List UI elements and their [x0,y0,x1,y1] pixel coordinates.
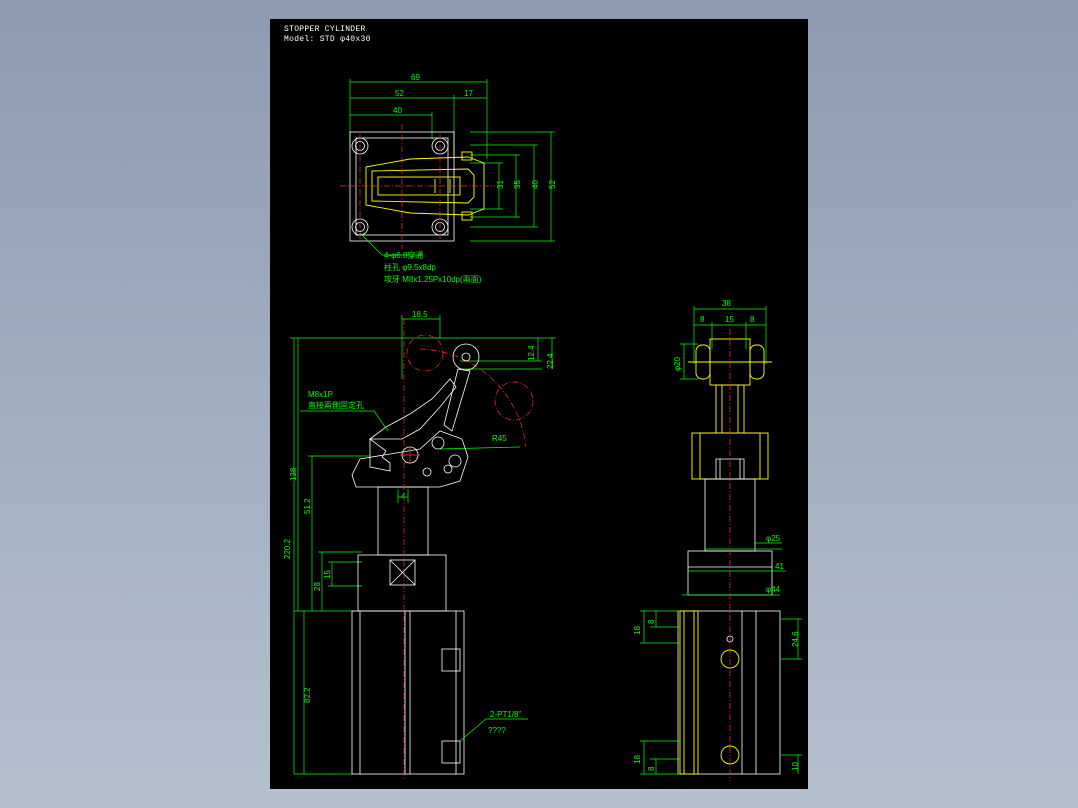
note-counterbore: 柱孔 φ9.5x8dp [384,262,436,272]
drawing-title: STOPPER CYLINDER [284,25,366,34]
dim-41: 41 [775,562,784,571]
dim-17: 17 [464,89,473,98]
dim-r45: R45 [492,434,507,443]
note-m8: M8x1P [308,390,333,399]
dim-phi20: φ20 [673,356,682,371]
dim-28: 28 [313,582,322,591]
dim-phi44: φ44 [766,585,781,594]
note-fix-holes: 直接兩側固定孔 [308,400,364,410]
dim-8-top: 8 [647,619,656,624]
side-view: 38 8 15 8 φ20 [633,299,802,781]
drawing-sheet: STOPPER CYLINDER Model: STD φ40x30 69 52… [270,19,808,789]
dim-52: 52 [395,89,404,98]
dim-220-2: 220.2 [283,538,292,559]
dim-40: 40 [393,106,402,115]
dim-8-a: 8 [700,315,705,324]
dim-4: 4 [401,492,406,501]
note-ports: 2-PT1/8" [490,710,521,719]
dim-24-6: 24.6 [791,631,800,647]
dim-8-bot: 8 [647,766,656,771]
dim-18-bot: 18 [633,755,642,764]
dim-38: 38 [722,299,731,308]
dim-52-v: 52 [548,180,557,189]
cad-drawing: 69 52 17 40 31 35 40 52 [283,73,802,781]
dim-12-4: 12.4 [527,345,536,361]
dim-18-5: 18.5 [412,310,428,319]
dim-18-top: 18 [633,626,642,635]
dim-15: 15 [323,570,332,579]
drawing-model: Model: STD φ40x30 [284,35,371,44]
note-tap: 攻牙 M8x1.25Px10dp(兩面) [384,274,482,284]
dim-35: 35 [513,180,522,189]
dim-138: 138 [289,467,298,481]
note-unknown: ???? [488,726,506,735]
dim-10: 10 [791,762,800,771]
note-holes: 4-φ6.8穿通 [384,250,423,260]
dim-8-b: 8 [750,315,755,324]
dim-22-4: 22.4 [546,353,555,369]
dim-31: 31 [496,180,505,189]
top-view: 69 52 17 40 31 35 40 52 [340,73,557,284]
dim-40-v: 40 [531,180,540,189]
dim-phi25: φ25 [766,534,781,543]
front-view: 220.2 138 51.2 28 15 82.2 18.5 12.4 22.4… [283,310,556,779]
dim-15-s: 15 [725,315,734,324]
dim-51-2: 51.2 [303,498,312,514]
dim-82-2: 82.2 [303,687,312,703]
dim-69: 69 [411,73,420,82]
